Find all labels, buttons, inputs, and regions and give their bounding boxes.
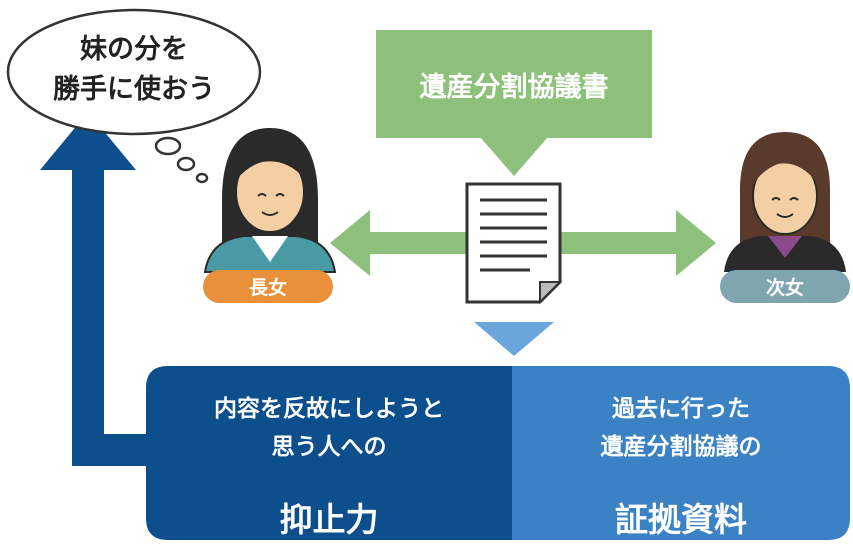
- panel-right-line-2: 遺産分割協議の: [600, 434, 762, 460]
- up-arrow: [40, 112, 162, 466]
- bottom-panel: [146, 366, 850, 540]
- panel-right-emphasis: 証拠資料: [615, 500, 747, 539]
- second-daughter-avatar: [724, 132, 846, 272]
- panel-left-emphasis: 抑止力: [279, 500, 379, 539]
- eldest-daughter-avatar: [203, 128, 337, 273]
- document-label-box: [376, 30, 652, 176]
- thought-bubble: [6, 8, 262, 184]
- panel-right-line-1: 過去に行った: [612, 396, 750, 422]
- panel-left-line-1: 内容を反故にしようと: [214, 396, 444, 422]
- panel-left-line-2: 思う人への: [271, 434, 387, 460]
- thought-line-1: 妹の分を: [80, 34, 188, 65]
- eldest-daughter-label: 長女: [203, 270, 333, 303]
- panel-left: 内容を反故にしようと 思う人への 抑止力: [148, 368, 510, 539]
- thought-line-2: 勝手に使おう: [53, 74, 215, 105]
- panel-right: 過去に行った 遺産分割協議の 証拠資料: [512, 368, 850, 539]
- down-triangle: [474, 322, 554, 356]
- thought-bubble-text: 妹の分を 勝手に使おう: [8, 22, 260, 118]
- document-icon: [465, 182, 563, 305]
- second-daughter-label: 次女: [720, 270, 850, 303]
- document-label: 遺産分割協議書: [419, 71, 609, 103]
